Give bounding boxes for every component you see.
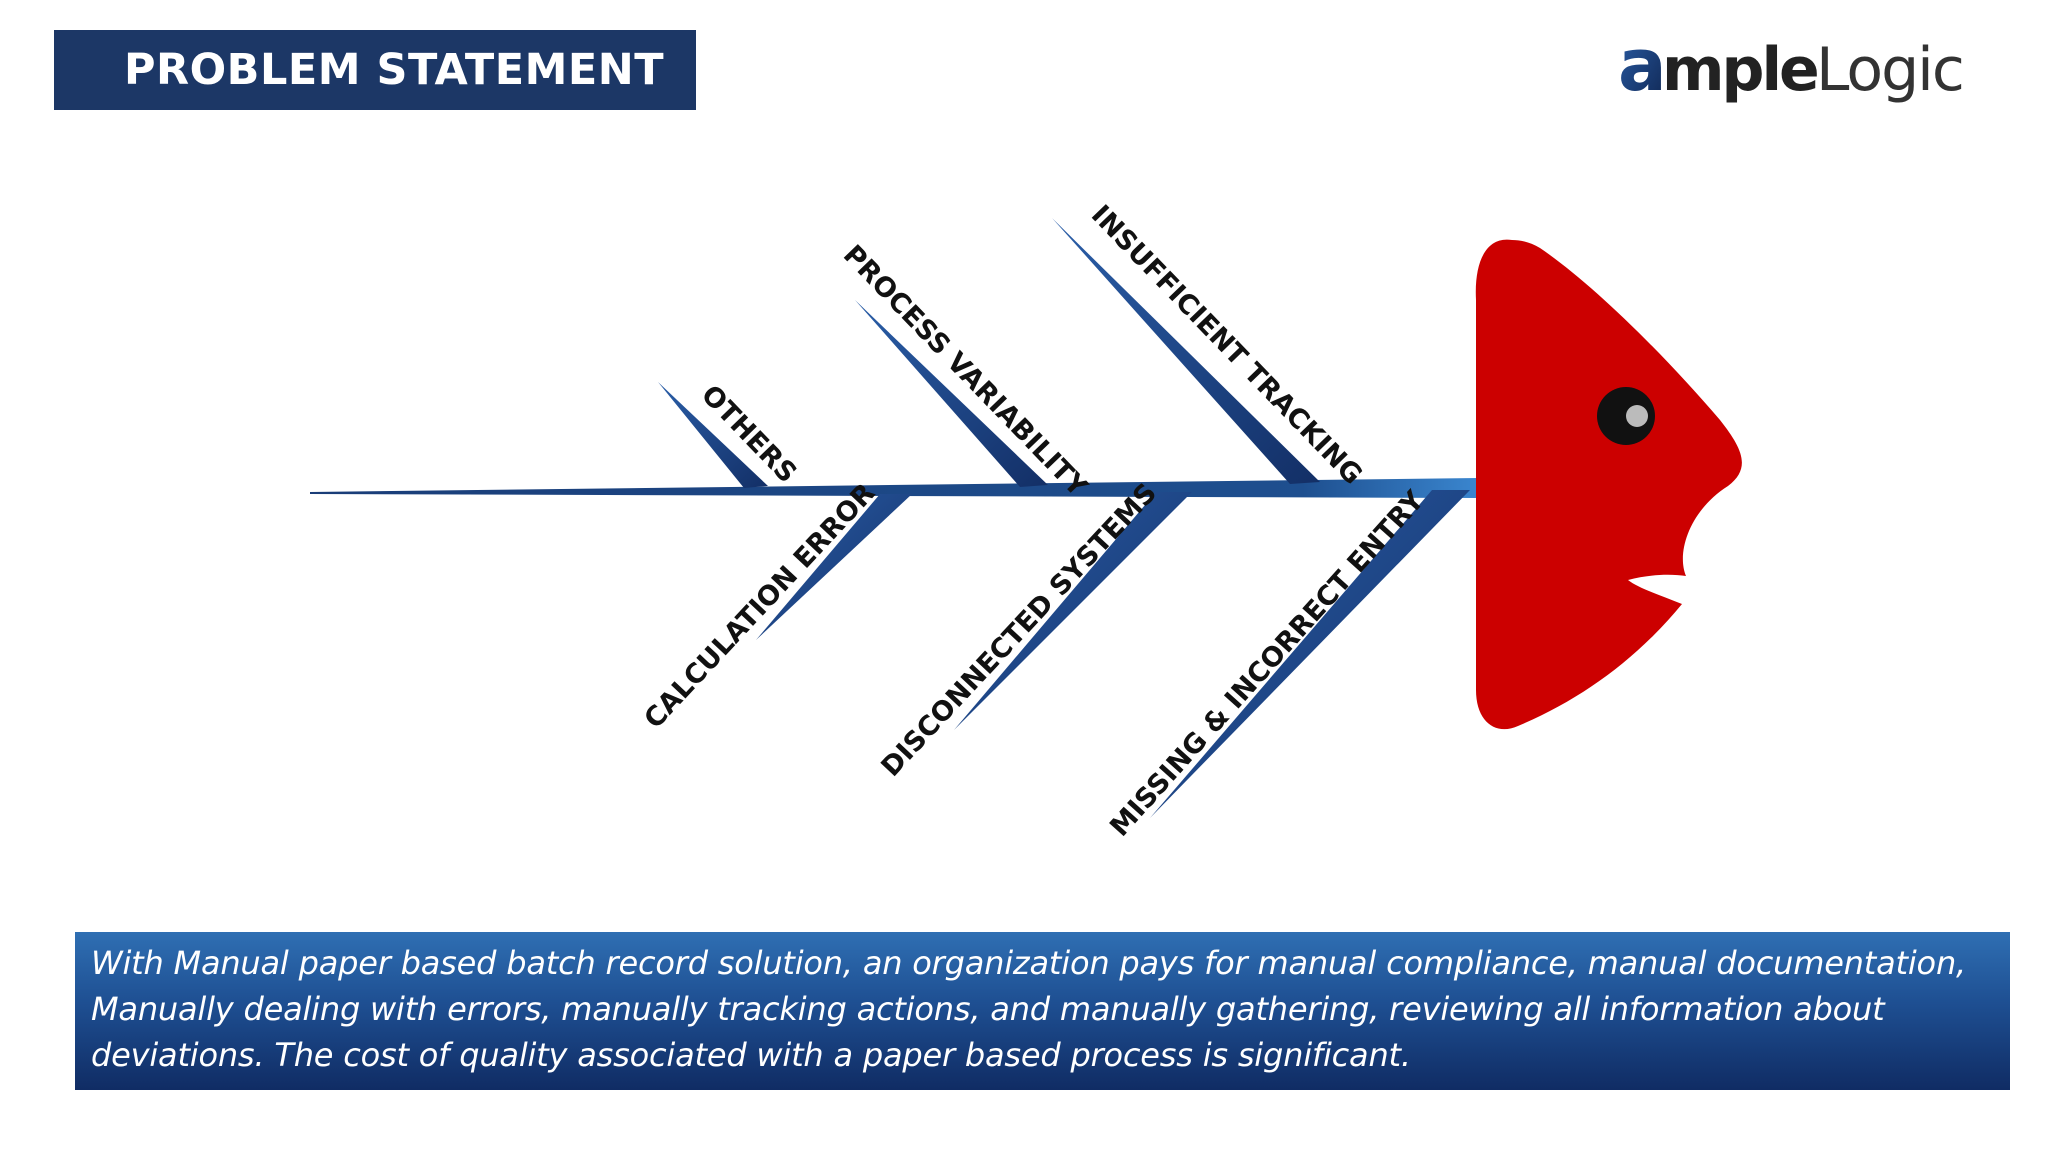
cause-label-calculation-error: CALCULATION ERROR bbox=[638, 477, 881, 734]
statement-line: With Manual paper based batch record sol… bbox=[91, 944, 1966, 982]
cause-label-missing-incorrect-entry: MISSING & INCORRECT ENTRY bbox=[1104, 485, 1431, 843]
bone-process-variability bbox=[855, 300, 1048, 487]
logo-icon: a bbox=[1618, 28, 1667, 107]
bone-disconnected-systems bbox=[954, 492, 1192, 730]
logo-text-bold: mple bbox=[1662, 35, 1817, 105]
amplelogic-logo: a mple Logic bbox=[1618, 28, 1965, 107]
cause-label-disconnected-systems: DISCONNECTED SYSTEMS bbox=[875, 478, 1163, 783]
bone-others bbox=[658, 382, 768, 488]
fish-eye-highlight bbox=[1626, 405, 1648, 427]
fish-head bbox=[1475, 239, 1742, 730]
bone-missing-incorrect-entry bbox=[1150, 490, 1470, 818]
title-banner: PROBLEM STATEMENT bbox=[54, 30, 696, 110]
fishbone-diagram: OTHERS PROCESS VARIABILITY INSUFFICIENT … bbox=[310, 199, 1742, 843]
logo-text-light: Logic bbox=[1816, 35, 1963, 105]
bone-insufficient-tracking bbox=[1052, 218, 1320, 484]
problem-statement-box: With Manual paper based batch record sol… bbox=[75, 932, 2010, 1090]
statement-line: deviations. The cost of quality associat… bbox=[91, 1036, 1411, 1074]
bone-calculation-error bbox=[756, 494, 912, 640]
page-title: PROBLEM STATEMENT bbox=[124, 45, 665, 95]
cause-label-process-variability: PROCESS VARIABILITY bbox=[837, 239, 1093, 503]
cause-label-insufficient-tracking: INSUFFICIENT TRACKING bbox=[1085, 199, 1368, 491]
statement-line: Manually dealing with errors, manually t… bbox=[91, 990, 1885, 1028]
